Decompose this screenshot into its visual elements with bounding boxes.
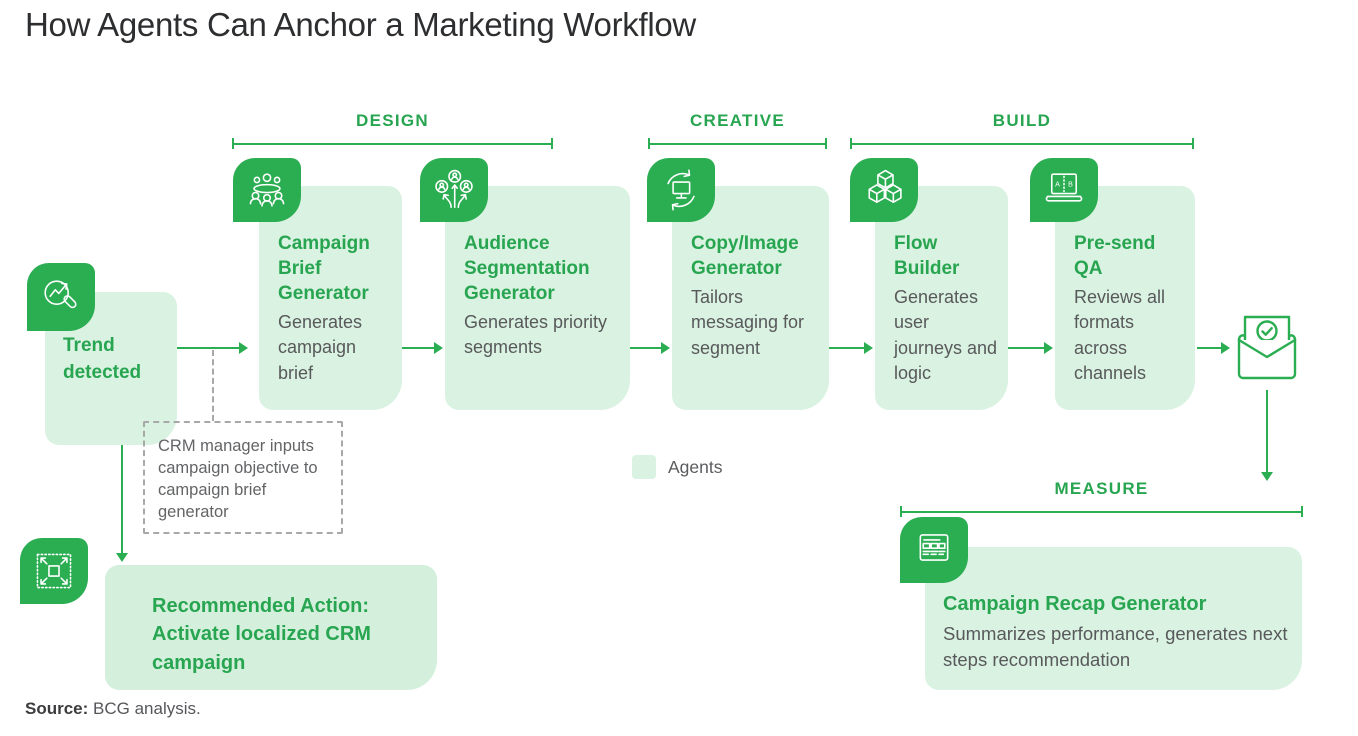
flow-arrow	[630, 342, 670, 354]
svg-text:B: B	[1068, 180, 1073, 188]
phase-bracket-build	[850, 138, 1194, 149]
card-campaign-recap-generator: Campaign Recap Generator Summarizes perf…	[925, 547, 1302, 690]
card-title: Campaign Recap Generator	[943, 593, 1207, 615]
crm-manager-note-text: CRM manager inputs campaign objective to…	[158, 437, 318, 522]
recommended-action-box: Recommended Action: Activate localized C…	[105, 565, 437, 690]
phase-bracket-design	[232, 138, 553, 149]
card-desc: Generates priority segments	[464, 312, 608, 358]
card-title: Copy/Image Generator	[691, 233, 799, 280]
start-node-trend-detected: Trend detected	[45, 292, 177, 445]
recommended-action-line2: Activate localized CRM campaign	[152, 623, 371, 674]
phase-bracket-measure	[900, 506, 1303, 517]
audience-segments-icon	[420, 158, 488, 222]
phase-label-build: BUILD	[992, 111, 1052, 130]
card-flow-builder: Flow Builder Generates user journeys and…	[875, 186, 1008, 410]
card-title: Campaign Brief Generator	[278, 233, 370, 305]
phase-label-measure: MEASURE	[1054, 479, 1149, 498]
source-label: Source:	[25, 699, 89, 718]
report-icon	[900, 517, 968, 583]
expand-icon	[20, 538, 88, 604]
card-desc: Summarizes performance, generates next s…	[943, 623, 1288, 670]
phase-label-design: DESIGN	[356, 111, 429, 130]
trend-magnifier-icon	[27, 263, 95, 331]
display-cycle-icon	[647, 158, 715, 222]
cubes-icon	[850, 158, 918, 222]
card-desc: Tailors messaging for segment	[691, 287, 805, 358]
card-title: Audience Segmentation Generator	[464, 233, 590, 305]
flow-arrow	[402, 342, 443, 354]
card-pre-send-qa: Pre-send QA Reviews all formats across c…	[1055, 186, 1195, 410]
recommended-action-line1: Recommended Action:	[152, 595, 370, 617]
flow-arrow	[829, 342, 873, 354]
source-text: BCG analysis.	[93, 699, 201, 718]
legend-agents-label: Agents	[668, 457, 723, 477]
envelope-to-measure-arrow	[1261, 390, 1273, 481]
card-desc: Reviews all formats across channels	[1074, 287, 1166, 383]
phase-bracket-creative	[648, 138, 827, 149]
page-title: How Agents Can Anchor a Marketing Workfl…	[25, 6, 696, 43]
card-copy-image-generator: Copy/Image Generator Tailors messaging f…	[672, 186, 829, 410]
legend-agents-swatch	[632, 455, 656, 479]
card-title: Flow Builder	[894, 233, 960, 280]
dashed-connector	[212, 350, 214, 421]
meeting-icon	[233, 158, 301, 222]
card-audience-segmentation-generator: Audience Segmentation Generator Generate…	[445, 186, 630, 410]
trend-to-action-arrow	[116, 445, 128, 562]
flow-arrow	[1008, 342, 1053, 354]
flow-arrow	[1197, 342, 1230, 354]
start-node-label: Trend detected	[63, 335, 142, 383]
phase-label-creative: CREATIVE	[689, 111, 786, 130]
card-title: Pre-send QA	[1074, 233, 1156, 280]
card-campaign-brief-generator: Campaign Brief Generator Generates campa…	[259, 186, 402, 410]
flow-arrow	[177, 342, 248, 354]
card-desc: Generates campaign brief	[278, 312, 363, 383]
source-note: Source: BCG analysis.	[25, 699, 201, 719]
crm-manager-note: CRM manager inputs campaign objective to…	[143, 421, 343, 534]
svg-text:A: A	[1055, 180, 1060, 188]
envelope-check-icon	[1231, 312, 1303, 386]
card-desc: Generates user journeys and logic	[894, 287, 998, 383]
laptop-ab-icon: A B	[1030, 158, 1098, 222]
